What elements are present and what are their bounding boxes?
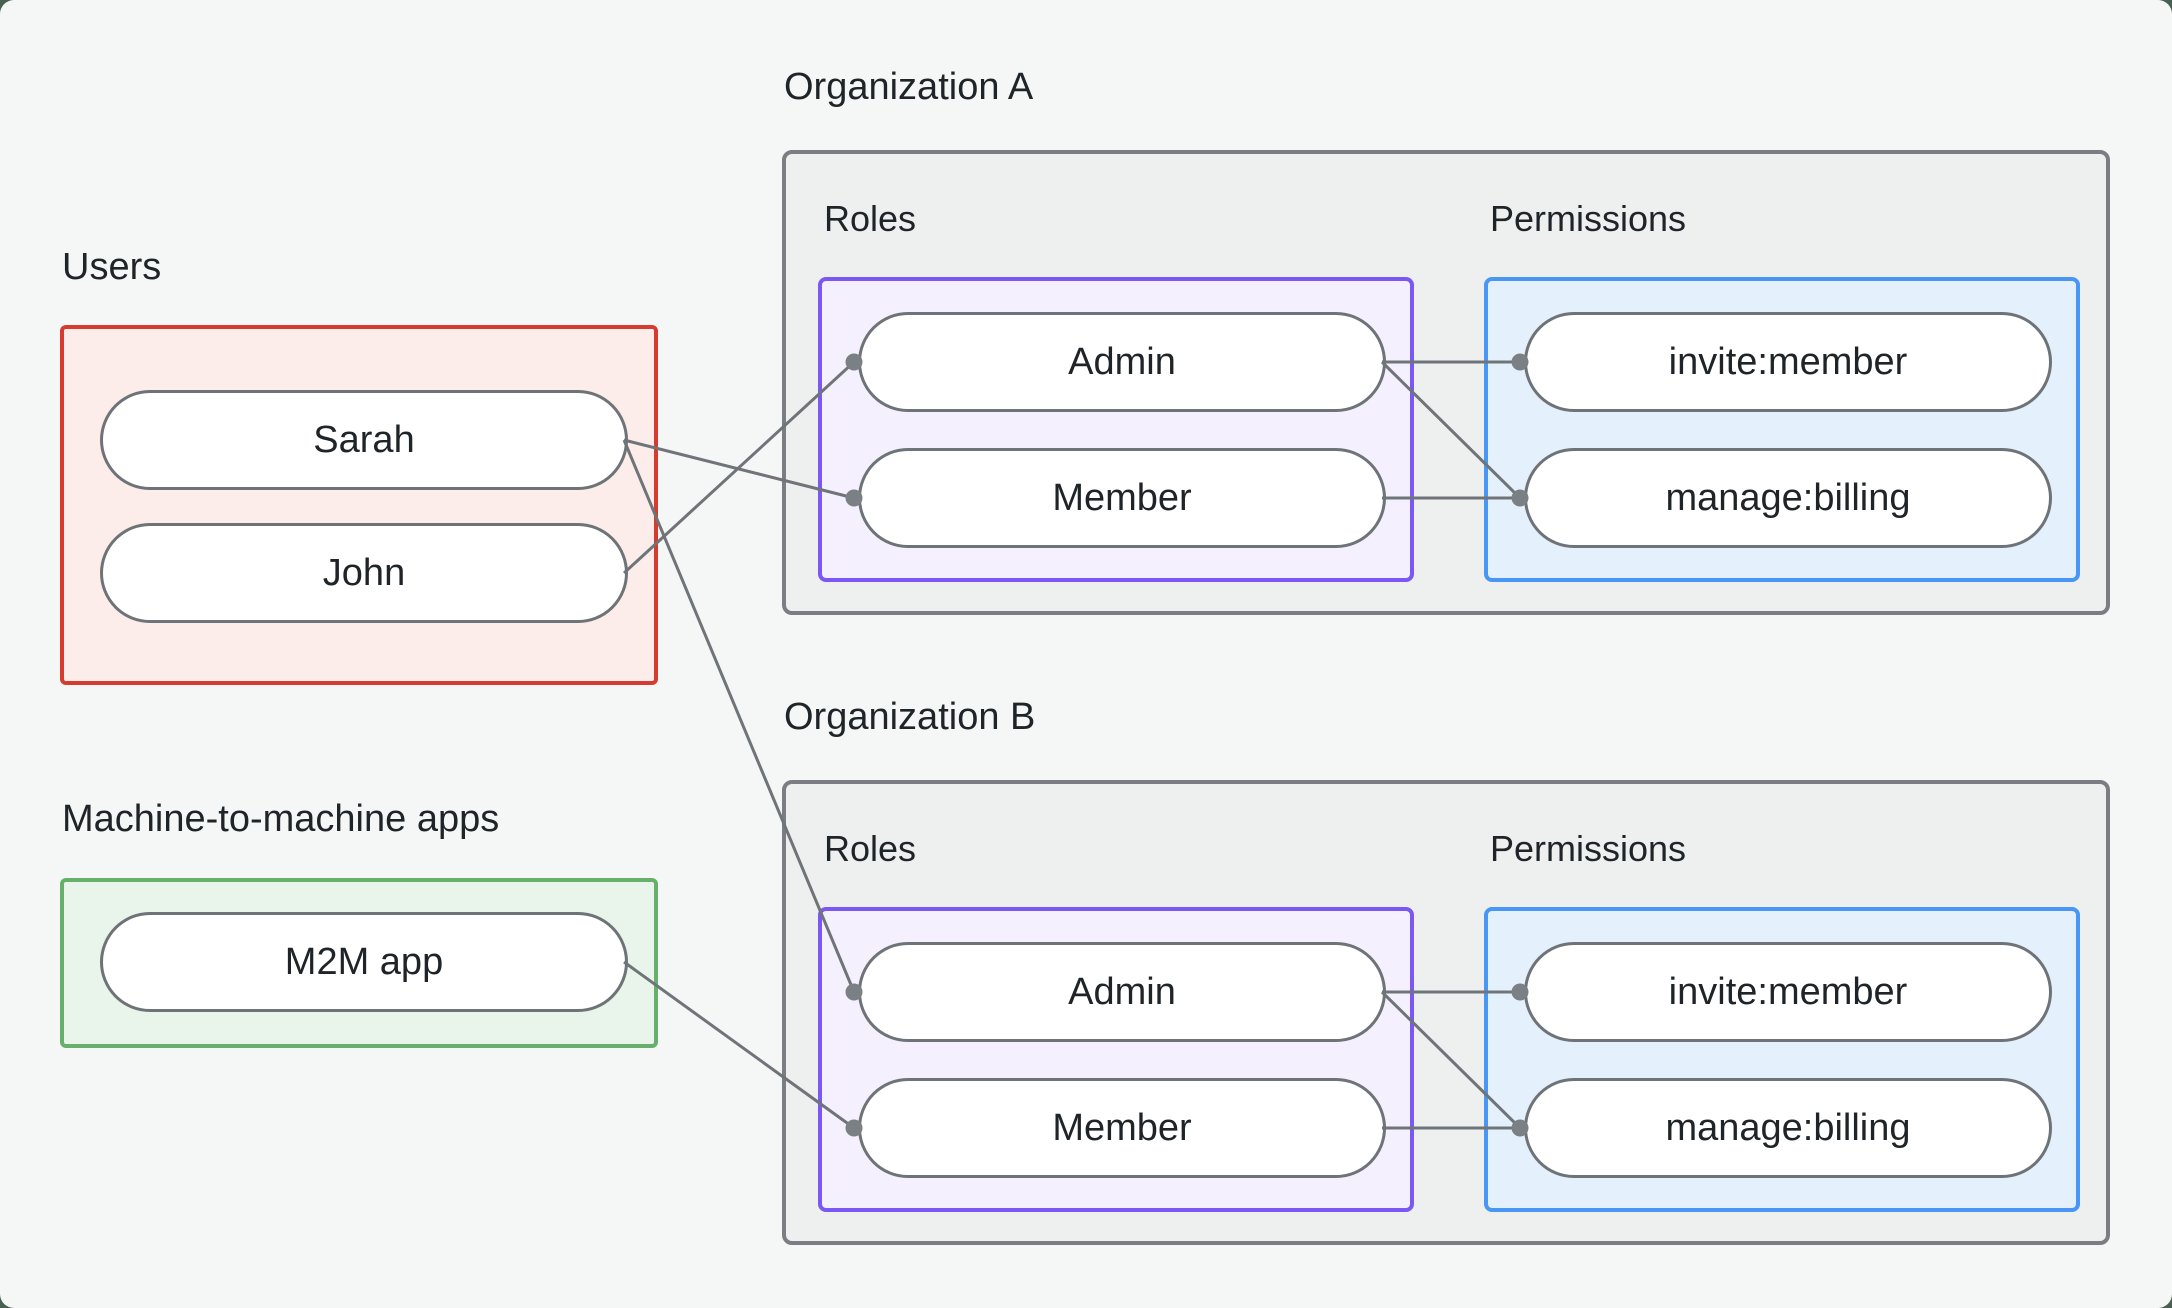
org-a-role-admin: Admin xyxy=(858,312,1386,412)
org-b-permission-invite-member-label: invite:member xyxy=(1668,970,1908,1013)
org-a-permission-manage-billing-label: manage:billing xyxy=(1665,476,1911,519)
user-node-sarah: Sarah xyxy=(100,390,628,490)
org-b-title: Organization B xyxy=(784,696,1036,738)
org-a-permissions-label: Permissions xyxy=(1490,198,1687,239)
m2m-group-box: M2M app xyxy=(60,878,658,1048)
m2m-app-node: M2M app xyxy=(100,912,628,1012)
org-a-permission-manage-billing: manage:billing xyxy=(1524,448,2052,548)
org-a-permissions-box: invite:member manage:billing xyxy=(1484,277,2080,582)
m2m-section-title: Machine-to-machine apps xyxy=(62,798,500,840)
org-a-permission-invite-member: invite:member xyxy=(1524,312,2052,412)
users-group-box: Sarah John xyxy=(60,325,658,685)
org-a-role-member-label: Member xyxy=(1052,476,1192,519)
org-b-role-admin-label: Admin xyxy=(1068,970,1176,1013)
org-a-title: Organization A xyxy=(784,66,1034,108)
org-b-permission-manage-billing-label: manage:billing xyxy=(1665,1106,1911,1149)
org-a-role-admin-label: Admin xyxy=(1068,340,1176,383)
org-a-roles-label: Roles xyxy=(824,198,917,239)
org-b-roles-label: Roles xyxy=(824,828,917,869)
org-b-permission-manage-billing: manage:billing xyxy=(1524,1078,2052,1178)
m2m-app-node-label: M2M app xyxy=(284,940,444,983)
user-node-john: John xyxy=(100,523,628,623)
user-node-john-label: John xyxy=(322,551,406,594)
org-b-roles-box: Admin Member xyxy=(818,907,1414,1212)
org-a-box: Roles Permissions Admin Member invite:me… xyxy=(782,150,2110,615)
org-b-role-member-label: Member xyxy=(1052,1106,1192,1149)
org-b-permissions-box: invite:member manage:billing xyxy=(1484,907,2080,1212)
org-b-permission-invite-member: invite:member xyxy=(1524,942,2052,1042)
org-a-role-member: Member xyxy=(858,448,1386,548)
org-b-role-admin: Admin xyxy=(858,942,1386,1042)
org-b-role-member: Member xyxy=(858,1078,1386,1178)
org-b-box: Roles Permissions Admin Member invite:me… xyxy=(782,780,2110,1245)
org-b-permissions-label: Permissions xyxy=(1490,828,1687,869)
users-section-title: Users xyxy=(62,246,162,288)
org-a-roles-box: Admin Member xyxy=(818,277,1414,582)
user-node-sarah-label: Sarah xyxy=(313,418,415,461)
org-a-permission-invite-member-label: invite:member xyxy=(1668,340,1908,383)
